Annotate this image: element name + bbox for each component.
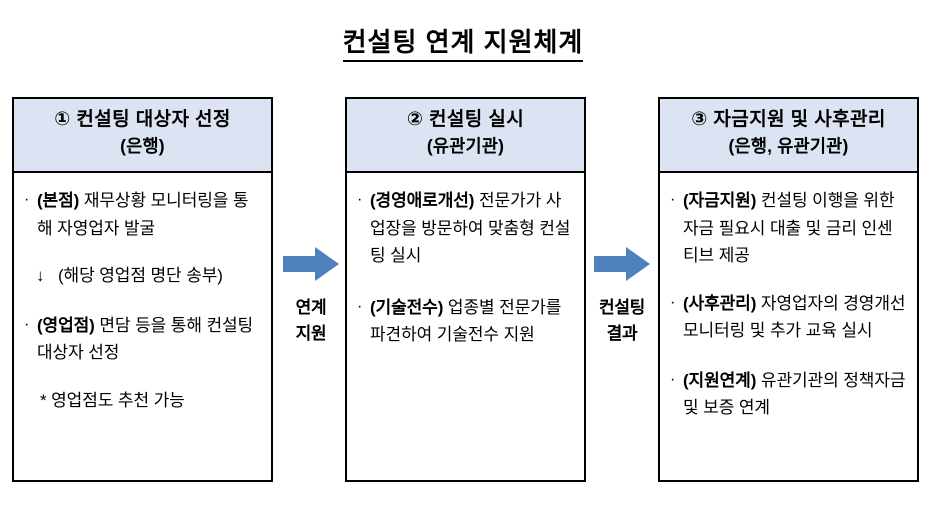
bullet-dot-icon: · [357, 297, 363, 315]
list-item-text: (사후관리) 자영업자의 경영개선 모니터링 및 추가 교육 실시 [683, 290, 907, 345]
arrow-shaft [283, 256, 317, 272]
arrow-shaft [594, 256, 628, 272]
bullet-dot-icon: · [357, 191, 363, 208]
box-1-header-main: ① 컨설팅 대상자 선정 [54, 109, 231, 130]
page-title: 컨설팅 연계 지원체계 [0, 22, 926, 62]
list-item-body: 유관기관의 정책자금 및 보증 연계 [683, 370, 906, 418]
list-item-text: (기술전수) 업종별 전문가를 파견하여 기술전수 지원 [370, 294, 574, 349]
bullet-dot-icon: · [670, 370, 676, 388]
arrow-head [626, 247, 650, 281]
flow-box-3: ③ 자금지원 및 사후관리 (은행, 유관기관) · (자금지원) 컨설팅 이행… [658, 97, 919, 482]
flow-box-2: ② 컨설팅 실시 (유관기관) · (경영애로개선) 전문가가 사업장을 방문하… [345, 97, 586, 482]
list-item: · (사후관리) 자영업자의 경영개선 모니터링 및 추가 교육 실시 [670, 290, 907, 345]
list-item: · (영업점) 면담 등을 통해 컨설팅 대상자 선정 [24, 312, 261, 367]
list-item-text: (영업점) 면담 등을 통해 컨설팅 대상자 선정 [37, 312, 261, 367]
list-item-label: (본점) [37, 191, 80, 210]
list-item-text: (본점) 재무상황 모니터링을 통해 자영업자 발굴 [37, 187, 261, 242]
arrow-right-icon [594, 247, 650, 281]
list-item: ↓ (해당 영업점 명단 송부) [24, 262, 261, 290]
list-item: · (경영애로개선) 전문가가 사업장을 방문하여 맞춤형 컨설팅 실시 [357, 187, 574, 270]
arrow-head [315, 247, 339, 281]
list-item-body: 컨설팅 이행을 위한 자금 필요시 대출 및 금리 인센티브 제공 [683, 191, 895, 266]
bullet-dot-icon: · [670, 293, 676, 311]
list-item-label: (지원연계) [683, 370, 757, 390]
box-2-header-sub: (유관기관) [426, 135, 505, 156]
list-item-text: (자금지원) 컨설팅 이행을 위한 자금 필요시 대출 및 금리 인센티브 제공 [683, 187, 907, 270]
list-item-label: (자금지원) [683, 191, 757, 210]
list-item-label: (사후관리) [683, 293, 757, 313]
list-item-body: 업종별 전문가를 파견하여 기술전수 지원 [370, 297, 562, 345]
list-item-body: 자영업자의 경영개선 모니터링 및 추가 교육 실시 [683, 293, 906, 341]
bullet-dot-icon: · [670, 191, 676, 208]
box-3-header-main: ③ 자금지원 및 사후관리 [691, 109, 886, 130]
list-item-body: 재무상황 모니터링을 통해 자영업자 발굴 [37, 191, 249, 238]
list-item-label: (경영애로개선) [370, 191, 475, 210]
list-item-text: (지원연계) 유관기관의 정책자금 및 보증 연계 [683, 367, 907, 422]
list-item-label: (영업점) [37, 315, 95, 335]
connector-2: 컨설팅 결과 [589, 247, 655, 346]
list-item: · (본점) 재무상황 모니터링을 통해 자영업자 발굴 [24, 187, 261, 242]
list-item-note: * 영업점도 추천 가능 [40, 390, 185, 410]
arrow-right-icon [283, 247, 339, 281]
box-2-body: · (경영애로개선) 전문가가 사업장을 방문하여 맞춤형 컨설팅 실시 · (… [347, 173, 584, 349]
flow-box-1: ① 컨설팅 대상자 선정 (은행) · (본점) 재무상황 모니터링을 통해 자… [12, 97, 273, 482]
box-2-header: ② 컨설팅 실시 (유관기관) [347, 99, 584, 173]
box-3-header: ③ 자금지원 및 사후관리 (은행, 유관기관) [660, 99, 917, 173]
list-item: · (기술전수) 업종별 전문가를 파견하여 기술전수 지원 [357, 294, 574, 349]
arrow-down-icon: ↓ [36, 266, 45, 286]
page-title-text: 컨설팅 연계 지원체계 [342, 27, 584, 62]
box-3-body: · (자금지원) 컨설팅 이행을 위한 자금 필요시 대출 및 금리 인센티브 … [660, 173, 917, 422]
connector-2-label-line2: 결과 [606, 323, 638, 343]
connector-1-label-line1: 연계 [295, 298, 327, 317]
list-item-body: 면담 등을 통해 컨설팅 대상자 선정 [37, 315, 254, 363]
connector-2-label-line1: 컨설팅 [598, 298, 646, 317]
connector-1-label-line2: 지원 [295, 323, 327, 343]
bullet-dot-icon: · [24, 315, 30, 333]
box-1-body: · (본점) 재무상황 모니터링을 통해 자영업자 발굴 ↓ (해당 영업점 명… [14, 173, 271, 414]
list-item-text: (경영애로개선) 전문가가 사업장을 방문하여 맞춤형 컨설팅 실시 [370, 187, 574, 270]
bullet-dot-icon: · [24, 191, 30, 208]
connector-1: 연계 지원 [278, 247, 344, 346]
list-item-label: (기술전수) [370, 297, 444, 317]
list-item-body: 전문가가 사업장을 방문하여 맞춤형 컨설팅 실시 [370, 191, 571, 266]
box-3-header-sub: (은행, 유관기관) [728, 135, 849, 156]
list-item: · (자금지원) 컨설팅 이행을 위한 자금 필요시 대출 및 금리 인센티브 … [670, 187, 907, 270]
list-item: · (지원연계) 유관기관의 정책자금 및 보증 연계 [670, 367, 907, 422]
list-item-body: (해당 영업점 명단 송부) [58, 266, 223, 286]
box-2-header-main: ② 컨설팅 실시 [406, 109, 525, 130]
box-1-header: ① 컨설팅 대상자 선정 (은행) [14, 99, 271, 173]
box-1-header-sub: (은행) [120, 135, 165, 156]
